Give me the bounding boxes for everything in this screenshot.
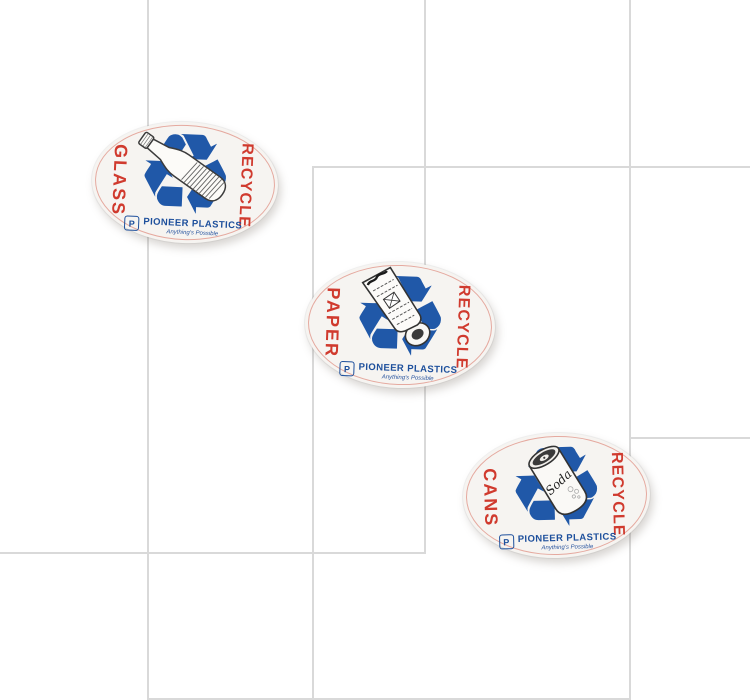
rolled-newspaper-icon: [361, 266, 431, 347]
material-label: GLASS: [108, 143, 132, 217]
logo-mark: P: [498, 534, 514, 550]
glass-bottle-icon: [138, 131, 227, 202]
grid-line-h3: [0, 552, 426, 554]
brand-name: PIONEER PLASTICS: [358, 361, 458, 377]
grid-line-h4: [147, 698, 631, 700]
grid-line-v2: [312, 166, 314, 700]
grid-line-v4: [629, 0, 631, 700]
material-label: CANS: [479, 467, 502, 527]
material-label: PAPER: [321, 286, 344, 359]
pioneer-plastics-logo: P PIONEER PLASTICS Anything's Possible: [464, 531, 651, 554]
grid-line-h2: [629, 437, 750, 439]
grid-line-v1: [147, 0, 149, 700]
sticker-paper-recycle[interactable]: ♻ PAPER RECYCLE P PIONEER PLASTICS Anyth…: [302, 251, 498, 392]
brand-name: PIONEER PLASTICS: [517, 531, 617, 546]
sticker-glass-recycle[interactable]: ♻ GLASS RECYCLE P PIONEER PLASTICS Anyth…: [89, 108, 281, 247]
grid-line-h1: [312, 166, 750, 168]
recycle-label: RECYCLE: [235, 142, 256, 228]
logo-mark: P: [339, 360, 355, 377]
soda-can-icon: Soda: [528, 445, 588, 516]
recycle-label: RECYCLE: [452, 284, 473, 370]
logo-mark: P: [123, 215, 140, 232]
sticker-cans-recycle[interactable]: ♻ Soda CANS RECYCLE P PIONEER PLASTICS A…: [461, 422, 652, 561]
recycle-label: RECYCLE: [607, 451, 628, 537]
